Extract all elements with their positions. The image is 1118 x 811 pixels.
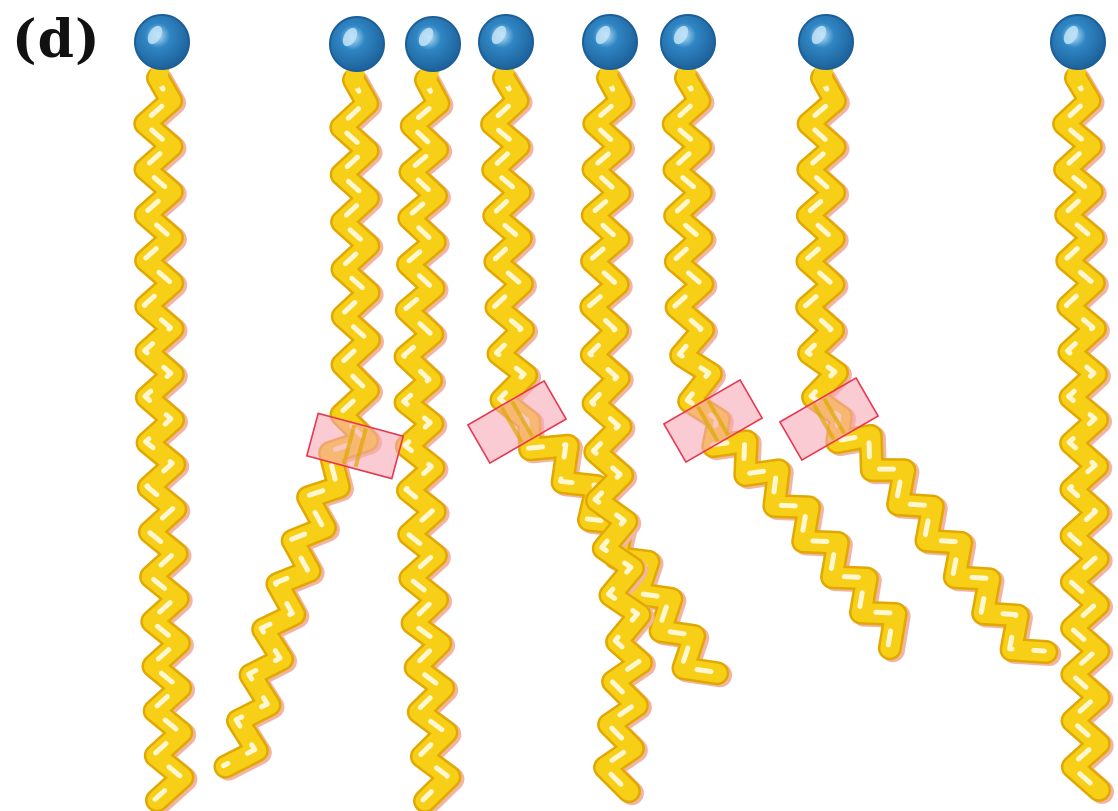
lipid-7-head bbox=[799, 15, 853, 69]
lipid-6-tail bbox=[672, 62, 899, 650]
lipid-3-tail bbox=[404, 64, 453, 803]
heads-layer bbox=[135, 15, 1105, 71]
lipid-5-head bbox=[583, 15, 637, 69]
lipid-5-tail bbox=[589, 62, 644, 793]
lipid-2-kink-marker bbox=[307, 413, 403, 478]
tails-layer bbox=[143, 62, 1102, 803]
lipid-1-head bbox=[135, 15, 189, 69]
lipid-3-head bbox=[406, 17, 460, 71]
lipid-8-head bbox=[1051, 15, 1105, 69]
lipid-8-tail bbox=[1062, 62, 1102, 792]
lipid-6-head bbox=[661, 15, 715, 69]
lipid-2-head bbox=[330, 17, 384, 71]
lipid-2-tail bbox=[224, 64, 373, 769]
lipid-1-tail bbox=[143, 62, 185, 802]
panel-label: (d) bbox=[12, 14, 101, 66]
lipid-4-head bbox=[479, 15, 533, 69]
